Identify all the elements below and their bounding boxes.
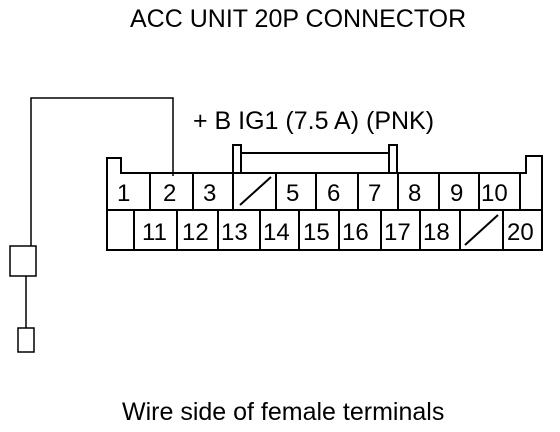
row1-dividers <box>149 173 521 210</box>
probe-box-lower <box>17 327 35 353</box>
pin-7: 7 <box>368 180 381 207</box>
pin-3: 3 <box>203 180 216 207</box>
wire-label: + B IG1 (7.5 A) (PNK) <box>193 107 434 135</box>
pin-16: 16 <box>342 219 369 246</box>
pin-9: 9 <box>450 180 463 207</box>
pin-12: 12 <box>182 219 209 246</box>
row1-empty-slot-slash <box>239 176 272 206</box>
pin-8: 8 <box>408 180 421 207</box>
pin-10: 10 <box>481 180 508 207</box>
pin-14: 14 <box>263 219 290 246</box>
pin-17: 17 <box>384 219 411 246</box>
probe-box-upper <box>9 245 37 277</box>
row2-empty-slot-slash <box>464 214 499 246</box>
pin-1: 1 <box>117 180 130 207</box>
pin-5: 5 <box>286 180 299 207</box>
footer-caption: Wire side of female terminals <box>122 398 444 426</box>
pin-15: 15 <box>303 219 330 246</box>
pin-18: 18 <box>423 219 450 246</box>
locking-tab <box>232 144 398 173</box>
probe-wire <box>30 97 174 246</box>
pin-2: 2 <box>163 180 176 207</box>
pin-20: 20 <box>507 219 534 246</box>
pin-11: 11 <box>142 219 167 246</box>
pin-6: 6 <box>327 180 340 207</box>
row2-dividers <box>133 210 504 250</box>
pin-13: 13 <box>221 219 248 246</box>
diagram-title: ACC UNIT 20P CONNECTOR <box>130 5 466 33</box>
connector-housing <box>106 155 543 251</box>
